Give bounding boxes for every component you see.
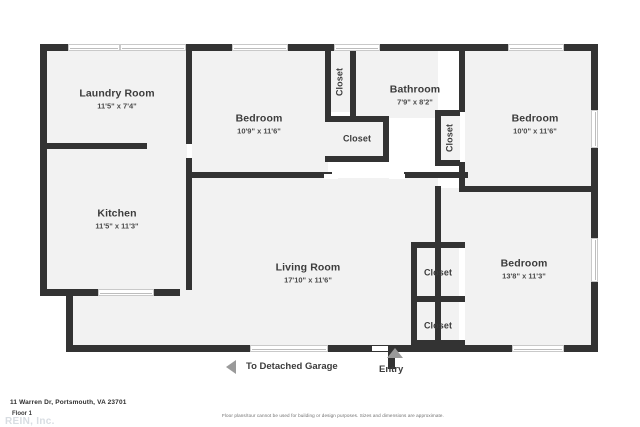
closet-name: Closet (423, 267, 453, 278)
room-fill-closet-b1-tall (328, 48, 352, 112)
floor-plan-canvas: Laundry Room 11'5" x 7'4" Kitchen 11'5" … (40, 44, 598, 375)
room-label-bathroom: Bathroom 7'9" x 8'2" (390, 83, 440, 107)
garage-marker-label: To Detached Garage (246, 361, 338, 372)
window-bathroom-north (334, 44, 380, 51)
room-label-bedroom-2: Bedroom 10'0" x 11'6" (512, 112, 559, 136)
room-fill-bedroom-2 (462, 48, 594, 188)
room-dimensions: 13'8" x 11'3" (502, 271, 546, 281)
room-name: Bedroom (235, 112, 283, 125)
interior-wall-closet-b3-lower-bottom (411, 340, 465, 346)
window-living-room-south (250, 345, 328, 352)
door-opening-closet-b3-upper (459, 248, 465, 296)
interior-wall-closet-wide-top (325, 116, 389, 122)
room-name: Living Room (275, 261, 341, 274)
closet-name: Closet (342, 133, 372, 144)
interior-wall-bedroom2-left (459, 44, 465, 112)
room-label-bedroom-1: Bedroom 10'9" x 11'6" (236, 112, 283, 136)
room-fill-living-room-lower (70, 290, 438, 348)
disclaimer-text: Floor plans/tour cannot be used for buil… (222, 413, 444, 418)
closet-label-bathroom: Closet (444, 124, 455, 152)
window-bedroom1-north (232, 44, 288, 51)
room-name: Bedroom (511, 112, 559, 125)
closet-label-bedroom3-lower: Closet (424, 320, 452, 331)
interior-wall-closet-bath-bottom (435, 160, 465, 166)
door-opening-entry (372, 346, 388, 351)
interior-wall-bedroom1-closet (325, 48, 331, 122)
interior-wall-closet-b3-upper-top (411, 242, 465, 248)
property-address: 11 Warren Dr, Portsmouth, VA 23701 (10, 399, 127, 406)
exterior-wall-bottom (66, 345, 598, 352)
closet-label-bedroom1-wide: Closet (343, 133, 371, 144)
window-bedroom2-north (508, 44, 564, 51)
room-dimensions: 11'5" x 11'3" (95, 221, 139, 231)
room-dimensions: 17'10" x 11'6" (284, 275, 332, 285)
interior-wall-bedroom3-left (435, 186, 441, 352)
footer: 11 Warren Dr, Portsmouth, VA 23701 Floor… (0, 396, 640, 427)
entry-marker-label: Entry (379, 364, 404, 375)
room-name: Bathroom (389, 83, 441, 96)
exterior-wall-left (40, 44, 47, 296)
interior-wall-closet-bath-top (435, 110, 465, 116)
exterior-wall-right (591, 44, 598, 352)
room-fill-living-room (190, 178, 438, 290)
window-laundry-north-2 (120, 44, 186, 51)
room-dimensions: 10'9" x 11'6" (237, 126, 281, 136)
room-label-bedroom-3: Bedroom 13'8" x 11'3" (501, 257, 548, 281)
room-dimensions: 10'0" x 11'6" (513, 126, 557, 136)
room-dimensions: 7'9" x 8'2" (397, 97, 433, 107)
closet-label-bedroom1-tall: Closet (334, 68, 345, 96)
floor-label: Floor 1 (12, 411, 33, 417)
triangle-left-icon (226, 360, 236, 374)
interior-wall-kitchen-bedroom1-lower (186, 158, 192, 290)
window-bedroom3-east (591, 238, 598, 282)
door-opening-bedroom1-hall (324, 174, 338, 179)
window-bedroom3-south (512, 345, 564, 352)
closet-name: Closet (423, 320, 453, 331)
interior-wall-closet-b3-mid (411, 296, 465, 302)
room-fill-bedroom-1 (190, 48, 328, 178)
door-opening-bedroom2-hall (460, 112, 465, 162)
closet-name: Closet (334, 67, 345, 97)
closet-label-bedroom3-upper: Closet (424, 267, 452, 278)
interior-wall-kitchen-bedroom1-upper (186, 44, 192, 144)
closet-name: Closet (444, 123, 455, 153)
triangle-up-icon (387, 348, 403, 358)
exterior-wall-left-jog-vertical (66, 289, 73, 352)
window-bedroom2-east (591, 110, 598, 148)
room-name: Laundry Room (79, 87, 155, 100)
room-label-living-room: Living Room 17'10" x 11'6" (276, 261, 341, 285)
room-fill-bathroom (352, 48, 438, 118)
exterior-wall-top (40, 44, 598, 51)
interior-wall-bedroom2-bottom (459, 186, 598, 192)
room-fill-closet-bath (438, 112, 462, 162)
room-label-kitchen: Kitchen 11'5" x 11'3" (95, 207, 138, 231)
interior-wall-bedroom2-left-lower (459, 162, 465, 192)
room-name: Bedroom (500, 257, 548, 270)
door-opening-hall-bathroom (389, 174, 405, 179)
window-laundry-north (68, 44, 120, 51)
room-label-laundry-room: Laundry Room 11'5" x 7'4" (79, 87, 154, 111)
interior-wall-bathroom-bottom (404, 172, 468, 178)
room-fill-kitchen (44, 146, 190, 290)
window-kitchen-south (98, 289, 154, 296)
room-fill-laundry-lower (44, 106, 190, 146)
watermark-logo: REIN, Inc. (5, 416, 55, 427)
interior-wall-closet-b3-upper-left (411, 242, 417, 302)
interior-wall-closet-b3-lower-left (411, 302, 417, 348)
room-fill-closet-b1-wide (328, 118, 384, 156)
interior-wall-bedroom1-bottom (186, 172, 332, 178)
door-opening-laundry-bedroom1 (187, 144, 192, 158)
interior-wall-closet-bathroom (350, 48, 356, 120)
interior-wall-closet-wide-bottom (325, 156, 389, 162)
room-fill-laundry (44, 48, 190, 106)
room-dimensions: 11'5" x 7'4" (97, 101, 137, 111)
room-name: Kitchen (97, 207, 137, 220)
door-opening-closet-b3-lower (459, 302, 465, 340)
interior-wall-laundry-kitchen (47, 143, 147, 149)
interior-wall-closet-bath-left (435, 110, 441, 166)
interior-wall-closet-wide-right (383, 116, 389, 162)
